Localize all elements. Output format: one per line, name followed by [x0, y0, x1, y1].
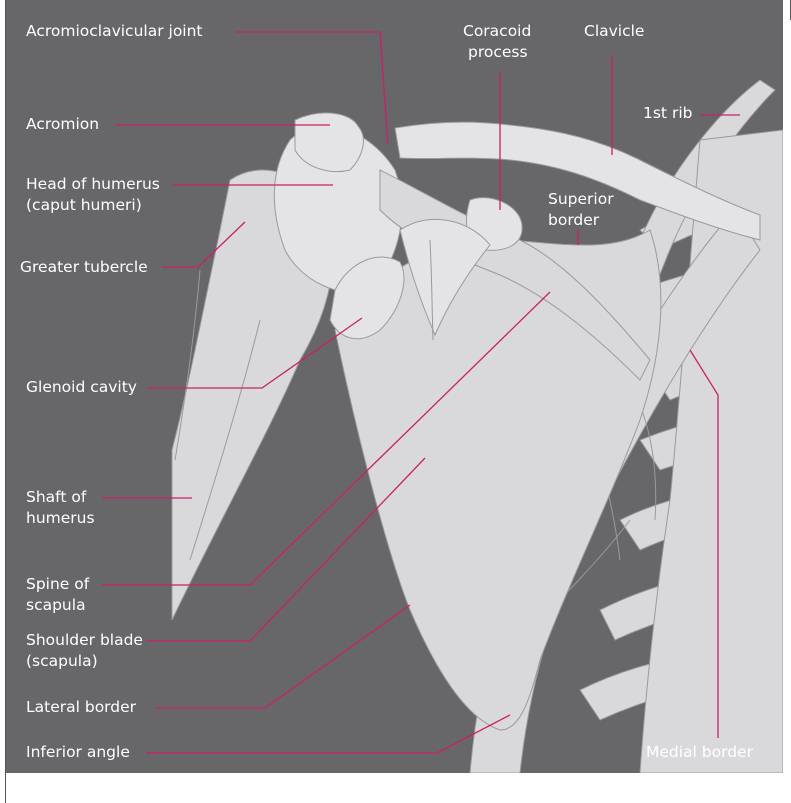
label-shaft-line1: Shaft of	[26, 488, 86, 507]
label-glenoid-cavity: Glenoid cavity	[26, 378, 137, 397]
label-superior-line1: Superior	[548, 190, 614, 209]
label-greater-tubercle: Greater tubercle	[20, 258, 148, 277]
label-acromion: Acromion	[26, 115, 99, 134]
label-first-rib: 1st rib	[643, 104, 692, 123]
label-coracoid-line2: process	[468, 43, 528, 62]
label-acromioclavicular-joint: Acromioclavicular joint	[26, 22, 203, 41]
label-superior-line2: border	[548, 211, 599, 230]
label-coracoid-line1: Coracoid	[463, 22, 531, 41]
label-inferior-angle: Inferior angle	[26, 743, 130, 762]
label-blade-line1: Shoulder blade	[26, 631, 143, 650]
label-head-line2: (caput humeri)	[26, 196, 142, 215]
label-spine-line1: Spine of	[26, 575, 89, 594]
label-head-line1: Head of humerus	[26, 175, 160, 194]
leader-inferior	[146, 715, 510, 753]
label-lateral-border: Lateral border	[26, 698, 136, 717]
label-medial-border: Medial border	[646, 743, 753, 762]
label-blade-line2: (scapula)	[26, 652, 98, 671]
leader-lateral	[155, 605, 410, 708]
label-spine-line2: scapula	[26, 596, 86, 615]
label-clavicle: Clavicle	[584, 22, 644, 41]
diagram-panel: Acromioclavicular joint Coracoid process…	[6, 0, 783, 773]
label-shaft-line2: humerus	[26, 509, 95, 528]
